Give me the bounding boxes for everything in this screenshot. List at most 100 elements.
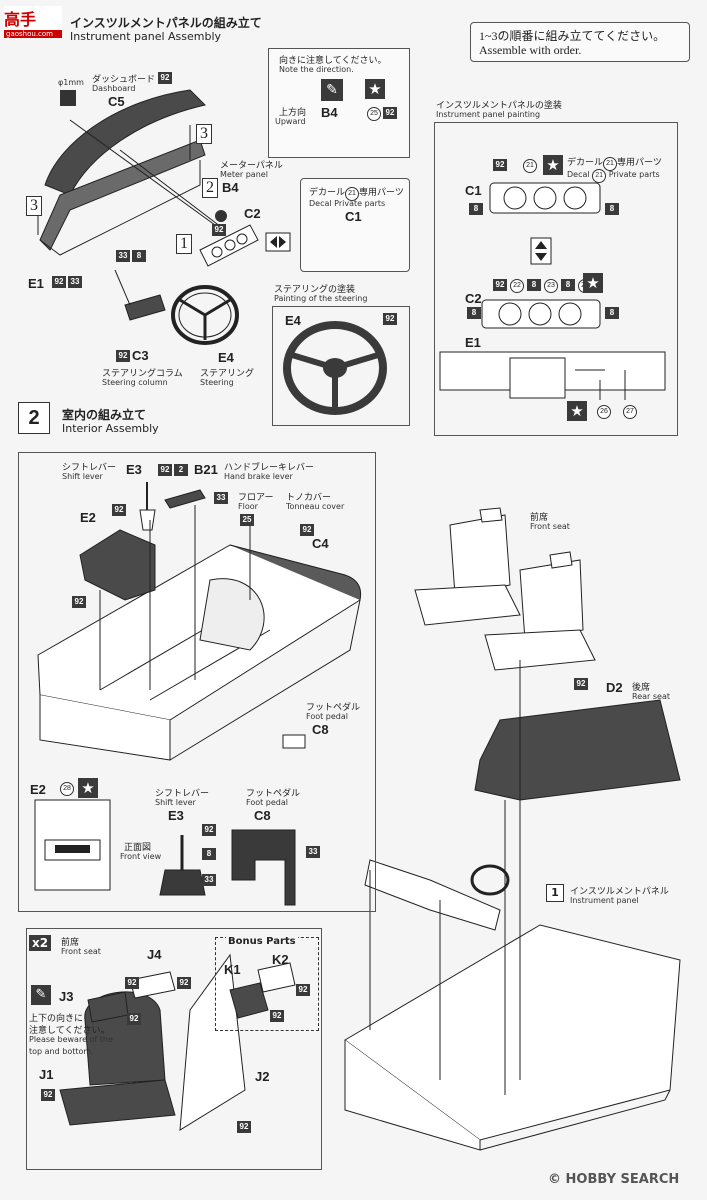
tonneau-jp: トノカバー (286, 493, 332, 503)
paint-e2-92: 92 (112, 504, 126, 516)
step2-title-en: Interior Assembly (62, 422, 159, 435)
paint-e1-92: 92 (52, 276, 66, 288)
front-seat-jp: 前席 (530, 513, 549, 523)
e2-star-icon: ★ (78, 778, 98, 798)
pedal-jp: フットペダル (306, 703, 361, 713)
k-paint-b: 92 (270, 1010, 284, 1022)
rear-seat-jp: 後席 (632, 683, 651, 693)
panel-c2-paint-2: 8 (527, 279, 541, 291)
part-e4: E4 (218, 350, 234, 365)
site-logo: 高手 gaoshou.com (4, 6, 62, 38)
floor-jp: フロアー (238, 493, 274, 503)
steering-column-en: Steering column (102, 378, 168, 387)
note-en-1: Please beware of the (29, 1035, 113, 1044)
upward-jp: 上方向 (279, 108, 307, 118)
panel-part-c2: C2 (465, 291, 482, 306)
floor-tub-drawing (37, 544, 362, 761)
bonus-parts-title: Bonus Parts (226, 936, 298, 947)
direction-note-jp: 向きに注意してください。 (279, 56, 387, 66)
paint-left-92: 92 (72, 596, 86, 608)
panel-c2-paint8-right: 8 (605, 307, 619, 319)
part-c8: C8 (312, 722, 329, 737)
steering-wheel-painting-drawing (283, 321, 387, 415)
watermark-text: HOBBY SEARCH (565, 1172, 680, 1187)
paint-c4-92: 92 (300, 524, 314, 536)
rear-seat-paint: 92 (574, 678, 588, 690)
decal-box-en-suffix: Private parts (334, 199, 386, 208)
part-k2: K2 (272, 952, 289, 967)
dashboard-label-en: Dashboard (92, 84, 136, 93)
pedal-en: Foot pedal (306, 712, 348, 721)
j4-paint-b: 92 (177, 977, 191, 989)
direction-note-box: 向きに注意してください。 Note the direction. ✎ ★ 上方向… (268, 48, 410, 158)
part-b4: B4 (222, 180, 239, 195)
part-k1: K1 (224, 962, 241, 977)
part-j1: J1 (39, 1067, 54, 1082)
note-jp-1: 上下の向きに (29, 1014, 84, 1024)
steering-column-drawing (124, 294, 166, 321)
decal-box-en-prefix: Decal (309, 199, 332, 208)
hand-brake-jp: ハンドブレーキレバー (224, 463, 315, 473)
c8-paint-33: 33 (306, 846, 320, 858)
part-c2: C2 (244, 206, 261, 221)
meter-label-jp: メーターパネル (220, 161, 283, 171)
decal-box-en: Decal Private parts (309, 199, 385, 208)
part-d2: D2 (606, 680, 623, 695)
part-c3: C3 (132, 348, 149, 363)
j4-drawing (129, 971, 176, 999)
j2-paint: 92 (237, 1121, 251, 1133)
step2-number: 2 (18, 402, 50, 434)
j2-drawing (179, 953, 246, 1131)
part-c4: C4 (312, 536, 329, 551)
order-note-jp: 1~3の順番に組み立ててください。 (479, 29, 666, 43)
assembly-num-3-left: 3 (26, 196, 42, 216)
panel-c2-paint-4: 8 (561, 279, 575, 291)
assembly-num-2: 2 (202, 178, 218, 198)
paint-33: 33 (116, 250, 130, 262)
order-note-en: Assemble with order. (479, 43, 582, 57)
logo-text: 高手 (4, 10, 37, 29)
panel-c2-star-icon: ★ (583, 273, 603, 293)
panel-c2-paint-0: 92 (493, 279, 507, 291)
step1-title-jp: インスツルメントパネルの組み立て (70, 16, 262, 30)
panel-c2-paint-3: 23 (544, 279, 558, 293)
front-view-en: Front view (120, 852, 162, 861)
instrument-panel-num: 1 (546, 884, 564, 902)
decal-box-jp-suffix: 専用パーツ (359, 188, 404, 198)
steering-column-jp: ステアリングコラム (102, 369, 183, 379)
panel-c2-paint8-left: 8 (467, 307, 481, 319)
step2-title-jp: 室内の組み立て (62, 408, 147, 422)
decal-box-part-c1: C1 (345, 209, 362, 224)
panel-paint-jp: インスツルメントパネルの塗装 (436, 101, 562, 111)
detail-part-e3: E3 (168, 808, 184, 823)
front-view-jp: 正面図 (124, 843, 152, 853)
paint-c3: 92 (116, 350, 130, 362)
note-jp-2: 注意してください。 (29, 1026, 110, 1036)
panel-c2-drawing (481, 299, 601, 329)
panel-e1-star-icon: ★ (567, 401, 587, 421)
part-j3: J3 (59, 989, 74, 1004)
detail-part-c8: C8 (254, 808, 271, 823)
steering-paint-part-e4: E4 (285, 313, 301, 328)
panel-decal-26: 26 (597, 405, 611, 419)
paint-8: 8 (132, 250, 146, 262)
decal-box-num: 21 (345, 187, 360, 201)
panel-decal-en-num: 21 (592, 169, 607, 183)
part-b21: B21 (194, 462, 218, 477)
panel-c1-paint8-right: 8 (605, 203, 619, 215)
meter-panel-c2-drawing (199, 224, 259, 267)
paint-e1-33: 33 (68, 276, 82, 288)
shift-en: Shift lever (62, 472, 103, 481)
front-seat-box-en: Front seat (61, 947, 101, 956)
order-note-box: 1~3の順番に組み立ててください。 Assemble with order. (470, 22, 690, 62)
panel-decal-en-prefix: Decal (567, 170, 590, 179)
panel-c1-paint: 92 (493, 159, 507, 171)
j4-paint-a: 92 (125, 977, 139, 989)
front-seat-drawing (414, 507, 596, 671)
pedal-jp-2: フットペダル (246, 789, 301, 799)
shift-en-2: Shift lever (155, 798, 196, 807)
